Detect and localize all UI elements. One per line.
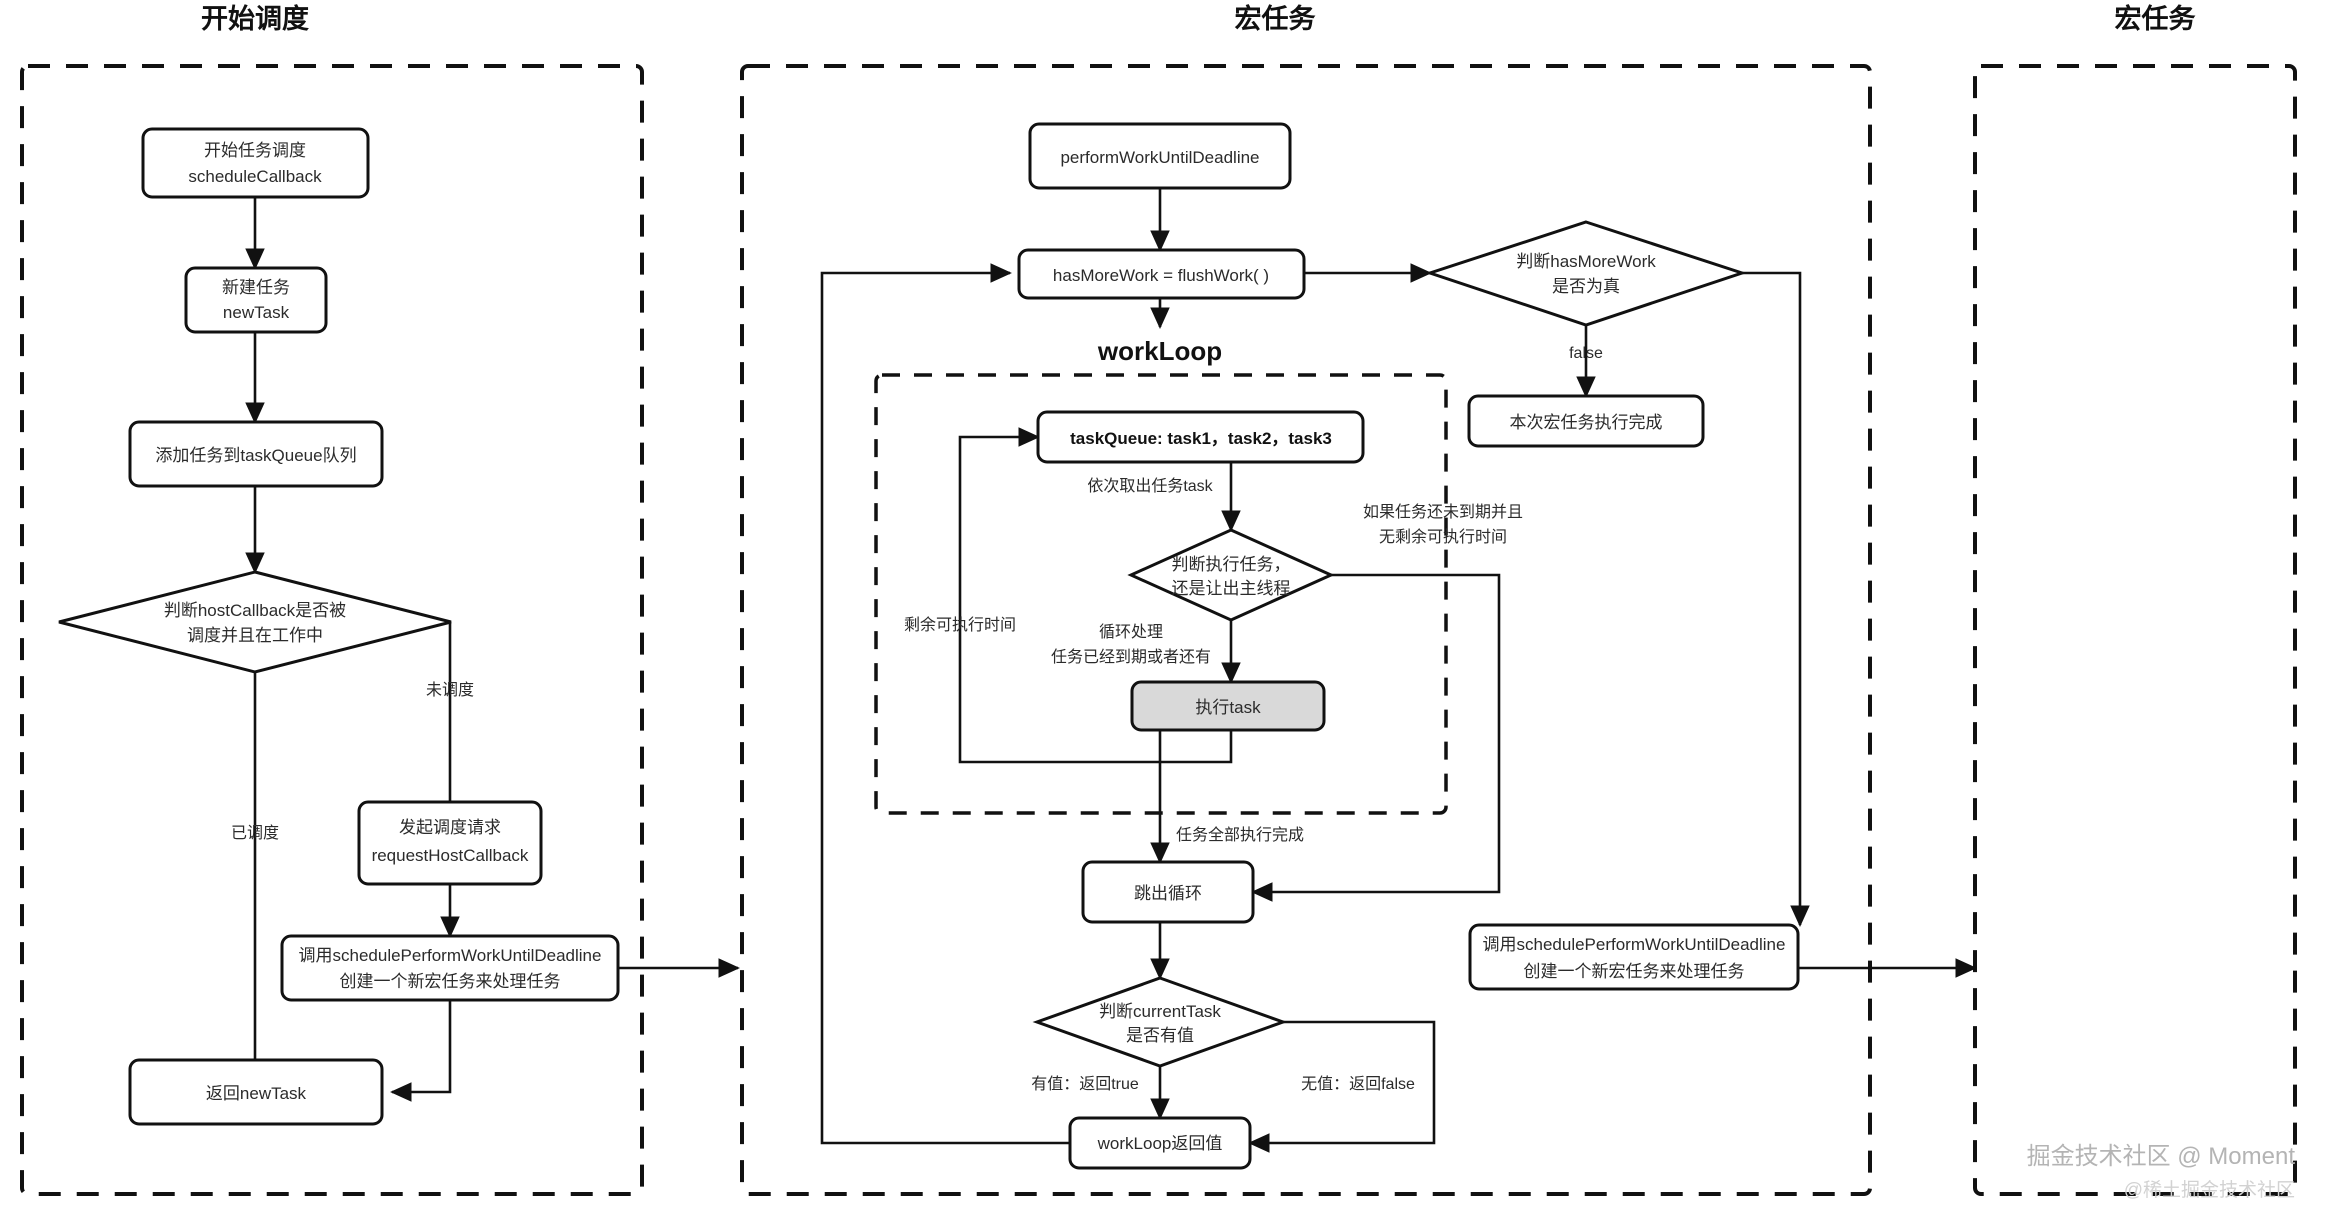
- edge-label-loop-process: 剩余可执行时间: [904, 615, 1016, 634]
- edge-label-notexpired-line-1: 如果任务还未到期并且: [1363, 503, 1523, 521]
- node-new-task[interactable]: 新建任务 newTask: [184, 266, 328, 334]
- node-flush-work-label: hasMoreWork = flushWork( ): [1053, 266, 1269, 285]
- edge-workloop-return-to-flushwork: [820, 263, 1070, 1145]
- edge-label-false: false: [1569, 345, 1603, 362]
- node-macro-task-done-label: 本次宏任务执行完成: [1510, 413, 1663, 432]
- edge-label-no-value: 无值：返回false: [1301, 1075, 1415, 1093]
- node-return-newtask-label: 返回newTask: [206, 1084, 307, 1103]
- node-request-host-callback[interactable]: 发起调度请求 requestHostCallback: [357, 800, 543, 886]
- node-schedule-callback-line-1: 开始任务调度: [204, 141, 306, 160]
- node-host-callback-decision-line-1: 判断hostCallback是否被: [164, 601, 346, 620]
- group-title-workloop: workLoop: [1097, 336, 1222, 366]
- edge-label-take-task: 依次取出任务task: [1087, 477, 1213, 495]
- node-new-task-line-1: 新建任务: [222, 278, 290, 297]
- watermark-secondary: @稀土掘金技术社区: [2124, 1179, 2295, 1201]
- node-hasmorework-decision[interactable]: 判断hasMoreWork 是否为真: [1425, 220, 1747, 327]
- node-schedule-perform-left-line-2: 创建一个新宏任务来处理任务: [340, 972, 561, 991]
- node-perform-work-until-deadline[interactable]: performWorkUntilDeadline: [1028, 122, 1292, 190]
- node-workloop-return-value[interactable]: workLoop返回值: [1068, 1116, 1252, 1170]
- node-exec-or-yield-decision-line-2: 还是让出主线程: [1172, 579, 1291, 598]
- edge-exec-decision-yield-to-break: [1251, 573, 1501, 902]
- node-host-callback-decision-line-2: 调度并且在工作中: [187, 626, 323, 645]
- lane-title-macro-1: 宏任务: [1235, 3, 1316, 34]
- node-currenttask-decision-line-2: 是否有值: [1126, 1026, 1194, 1045]
- edge-label-all-done: 任务全部执行完成: [1176, 826, 1304, 844]
- node-schedule-callback-line-2: scheduleCallback: [188, 167, 322, 186]
- edge-label-not-scheduled: 未调度: [426, 681, 474, 699]
- node-workloop-return-value-label: workLoop返回值: [1097, 1134, 1223, 1153]
- edge-label-notexpired-line-2: 无剩余可执行时间: [1379, 527, 1507, 546]
- node-add-to-queue-label: 添加任务到taskQueue队列: [155, 446, 356, 465]
- lane-box-macro-1: [740, 64, 1872, 1196]
- node-new-task-line-2: newTask: [223, 303, 290, 322]
- edge-label-scheduled: 已调度: [231, 824, 279, 842]
- node-break-loop[interactable]: 跳出循环: [1081, 860, 1255, 924]
- edge-label-expired-line-2: 任务已经到期或者还有: [1051, 648, 1211, 666]
- edge-currenttask-false: [1248, 1020, 1436, 1153]
- node-schedule-perform-mid-line-2: 创建一个新宏任务来处理任务: [1524, 962, 1745, 981]
- edge-exec-task-loop-back: [958, 427, 1233, 764]
- lane-title-macro-2: 宏任务: [2115, 3, 2196, 34]
- node-exec-task-label: 执行task: [1195, 698, 1261, 717]
- edge-scheduleperform-to-returnnewtask: [390, 1000, 452, 1102]
- edge-hasmorework-true-to-scheduleperform: [1742, 271, 1810, 927]
- node-task-queue-label: taskQueue: task1，task2，task3: [1070, 429, 1332, 448]
- node-schedule-perform-mid-line-1: 调用schedulePerformWorkUntilDeadline: [1483, 935, 1786, 954]
- node-request-host-callback-line-1: 发起调度请求: [399, 818, 501, 837]
- node-host-callback-decision[interactable]: 判断hostCallback是否被 调度并且在工作中: [58, 570, 452, 674]
- node-macro-task-done[interactable]: 本次宏任务执行完成: [1467, 394, 1705, 448]
- lane-box-macro-2: [1973, 64, 2297, 1196]
- node-flush-work[interactable]: hasMoreWork = flushWork( ): [1017, 248, 1306, 300]
- node-request-host-callback-line-2: requestHostCallback: [372, 846, 529, 865]
- node-exec-or-yield-decision-line-1: 判断执行任务，: [1172, 555, 1291, 574]
- node-task-queue[interactable]: taskQueue: task1，task2，task3: [1036, 410, 1365, 464]
- edge-label-expired-line-1: 循环处理: [1099, 623, 1163, 641]
- edge-label-has-value: 有值：返回true: [1031, 1075, 1139, 1093]
- node-currenttask-decision-line-1: 判断currentTask: [1099, 1002, 1221, 1021]
- lane-title-start: 开始调度: [201, 3, 309, 34]
- node-currenttask-decision[interactable]: 判断currentTask 是否有值: [1032, 976, 1288, 1068]
- node-schedule-callback[interactable]: 开始任务调度 scheduleCallback: [141, 127, 370, 199]
- lane-box-start: [20, 64, 644, 1196]
- node-hasmorework-decision-line-1: 判断hasMoreWork: [1516, 252, 1656, 271]
- node-hasmorework-decision-line-2: 是否为真: [1552, 277, 1620, 296]
- watermark-primary: 掘金技术社区 @ Moment: [2027, 1143, 2296, 1170]
- node-exec-task[interactable]: 执行task: [1130, 680, 1326, 732]
- node-break-loop-label: 跳出循环: [1134, 884, 1202, 903]
- node-return-newtask[interactable]: 返回newTask: [128, 1058, 384, 1126]
- node-exec-or-yield-decision[interactable]: 判断执行任务， 还是让出主线程: [1127, 528, 1335, 622]
- node-schedule-perform-mid[interactable]: 调用schedulePerformWorkUntilDeadline 创建一个新…: [1468, 923, 1800, 991]
- node-add-to-queue[interactable]: 添加任务到taskQueue队列: [128, 420, 384, 488]
- node-schedule-perform-left[interactable]: 调用schedulePerformWorkUntilDeadline 创建一个新…: [280, 934, 620, 1002]
- node-schedule-perform-left-line-1: 调用schedulePerformWorkUntilDeadline: [299, 946, 602, 965]
- node-perform-work-until-deadline-label: performWorkUntilDeadline: [1060, 148, 1259, 167]
